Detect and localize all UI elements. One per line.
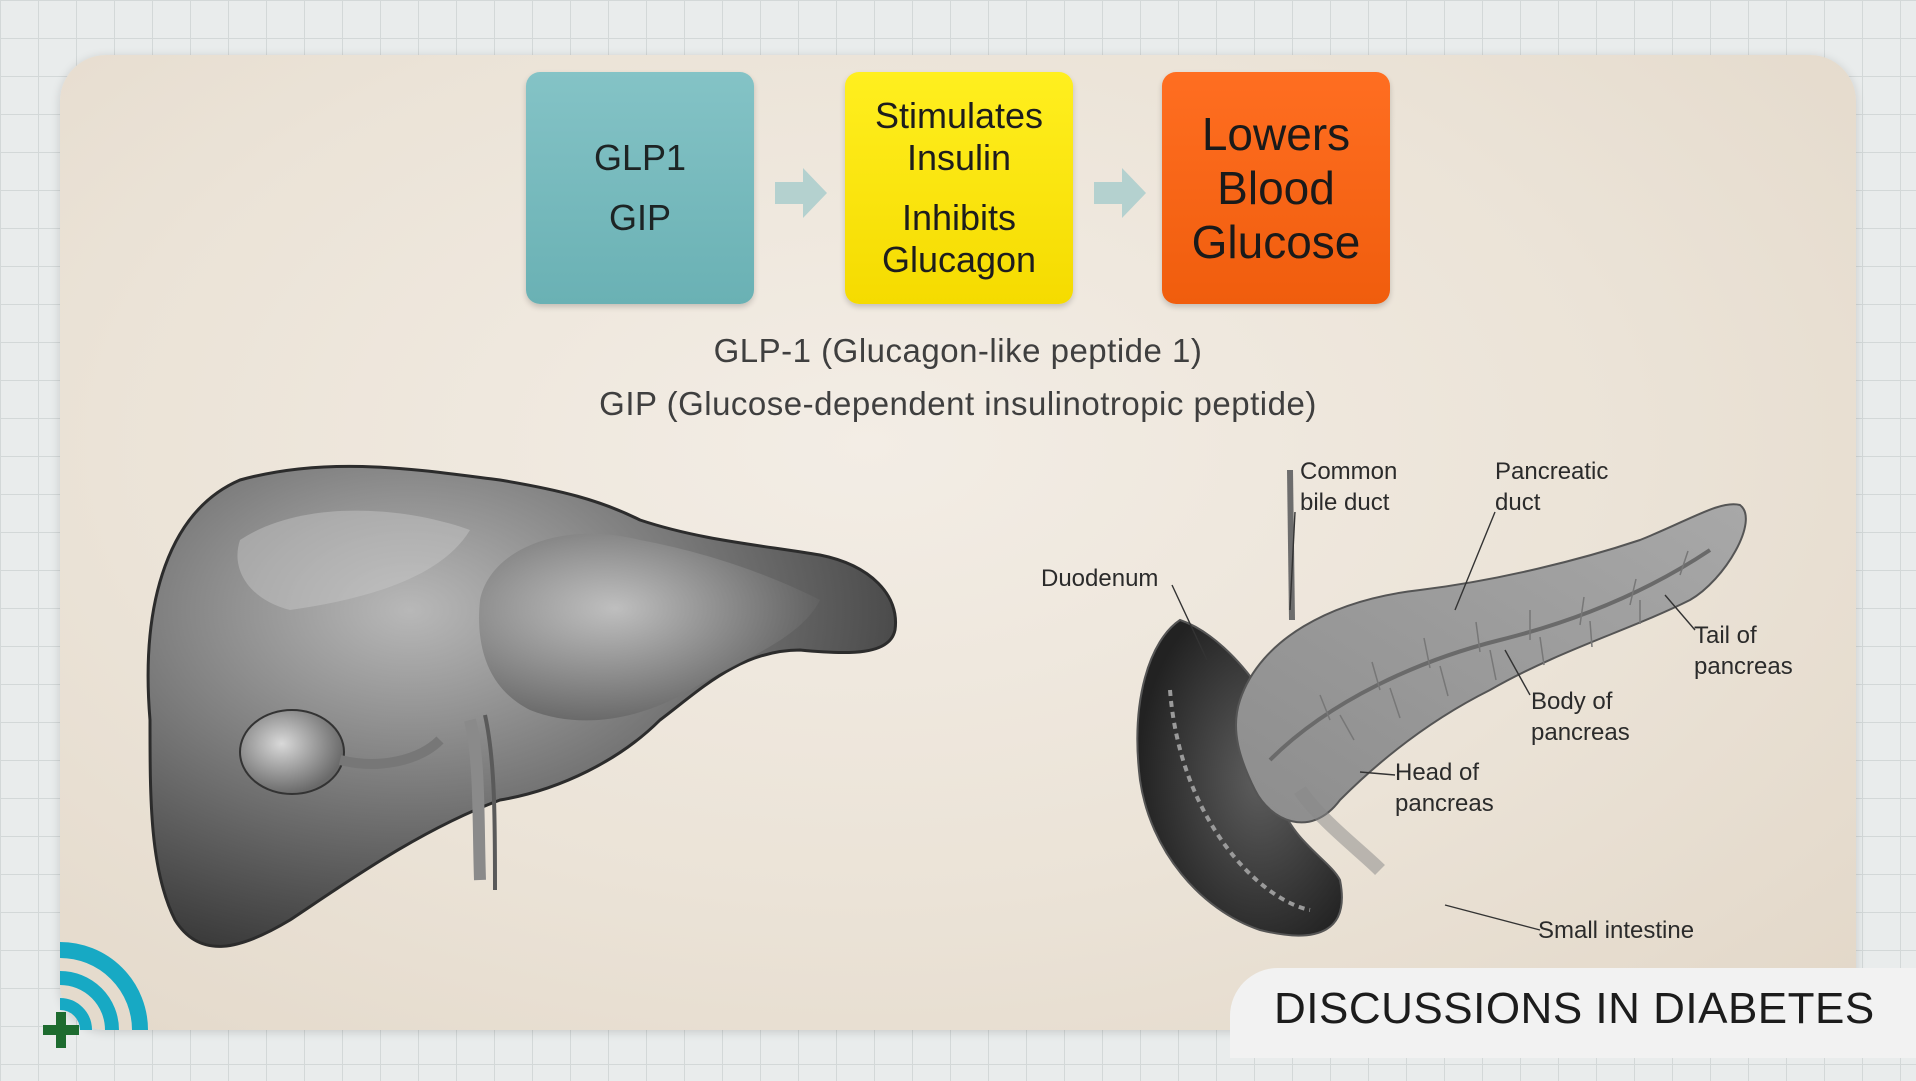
box2-line3: Inhibits: [901, 197, 1017, 238]
box3-line3: Glucose: [1191, 216, 1361, 268]
box1-line1: GLP1: [593, 137, 687, 178]
lowers-blood-glucose-box: Lowers Blood Glucose: [1162, 72, 1390, 304]
brand-title: DISCUSSIONS IN DIABETES: [1274, 984, 1875, 1033]
arrow-right-icon: [1094, 168, 1146, 218]
arrow-right-icon: [775, 168, 827, 218]
stimulates-insulin-box: Stimulates Insulin Inhibits Glucagon: [845, 72, 1073, 304]
duodenum-label: Duodenum: [1041, 565, 1159, 592]
common-bile-duct-label: Common bile duct: [1300, 456, 1397, 518]
box2-line2: Insulin: [906, 137, 1012, 178]
box3-line2: Blood: [1217, 162, 1335, 214]
pancreatic-label-line2: duct: [1495, 489, 1541, 516]
broadcast-plus-logo-icon: [43, 942, 148, 1048]
pancreatic-duct-label: Pancreatic duct: [1495, 456, 1608, 518]
small-intestine-label: Small intestine: [1538, 917, 1695, 944]
tail-label-line1: Tail of: [1694, 622, 1757, 649]
head-of-pancreas-label: Head of pancreas: [1395, 757, 1494, 819]
pancreatic-label-line1: Pancreatic: [1495, 458, 1609, 485]
tail-label-line2: pancreas: [1694, 653, 1793, 680]
body-label-line2: pancreas: [1531, 719, 1630, 746]
box2-line4: Glucagon: [881, 239, 1037, 280]
tail-of-pancreas-label: Tail of pancreas: [1694, 620, 1793, 682]
gip-caption: GIP (Glucose-dependent insulinotropic pe…: [599, 385, 1317, 422]
head-label-line2: pancreas: [1395, 790, 1494, 817]
liver-illustration: [146, 464, 898, 948]
body-label-line1: Body of: [1531, 688, 1613, 715]
head-label-line1: Head of: [1395, 759, 1480, 786]
body-of-pancreas-label: Body of pancreas: [1531, 686, 1630, 748]
glp1-caption: GLP-1 (Glucagon-like peptide 1): [713, 332, 1203, 369]
common-label-line1: Common: [1300, 458, 1398, 485]
box3-line1: Lowers: [1201, 108, 1351, 160]
brand-bar: [1230, 968, 1916, 1058]
box1-line2: GIP: [608, 197, 671, 238]
box2-line1: Stimulates: [874, 95, 1044, 136]
pancreas-illustration: [1136, 469, 1747, 937]
glp1-gip-box: GLP1 GIP: [526, 72, 754, 304]
common-label-line2: bile duct: [1300, 489, 1390, 516]
